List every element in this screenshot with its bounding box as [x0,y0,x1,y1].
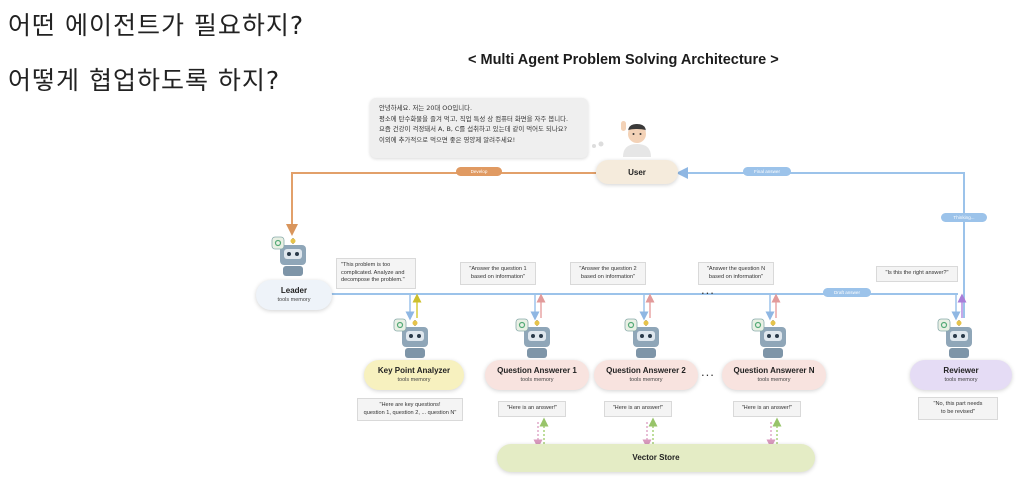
note-to-qa2: "Answer the question 2 based on informat… [570,262,646,285]
question-answerer-2-node[interactable]: Question Answerer 2 tools memory [594,360,698,390]
qan-node-label: Question Answerer N [733,366,815,375]
key-point-analyzer-node[interactable]: Key Point Analyzer tools memory [364,360,464,390]
qa2-robot-icon [633,320,659,358]
leader-robot-icon [280,238,306,276]
kpa-robot-icon [402,320,428,358]
ellipsis-top: ... [701,282,715,297]
note-line: "Answer the question 1 [469,266,527,272]
note-leader-to-kpa: "This problem is too complicated. Analyz… [336,258,416,289]
kpa-node-label: Key Point Analyzer [377,366,451,375]
note-line: "Here is an answer!" [741,405,793,411]
edge-reviewer-to-user [676,167,965,318]
note-line: "This problem is too [341,262,391,268]
qa1-robot-icon [524,320,550,358]
question-answerer-1-node[interactable]: Question Answerer 1 tools memory [485,360,589,390]
note-kpa-output: "Here are key questions! question 1, que… [357,398,463,421]
bubble-tail-dot [598,141,604,147]
leader-gear-icon [271,236,285,250]
qa1-node-sub: tools memory [520,377,554,383]
ellipsis-middle: ... [701,364,715,379]
note-line: to be revised" [940,408,975,415]
user-message-line: 안녕하세요. 저는 20대 OO입니다. [379,104,473,112]
note-line: complicated. Analyze and [341,269,405,276]
question-answerer-n-node[interactable]: Question Answerer N tools memory [722,360,826,390]
note-qa1-output: "Here is an answer!" [498,401,566,417]
qan-node-sub: tools memory [757,377,791,383]
note-qa2-output: "Here is an answer!" [604,401,672,417]
note-line: "No, this part needs [933,401,983,407]
qa2-node-sub: tools memory [629,377,663,383]
note-line: based on information" [708,273,764,280]
edge-user-to-leader [286,172,596,236]
qan-gear-icon [751,318,765,332]
qan-robot-icon [760,320,786,358]
user-message-line: 요즘 건강이 걱정돼서 A, B, C를 섭취하고 있는데 같이 먹어도 되나요… [379,125,567,133]
qa2-gear-icon [624,318,638,332]
note-to-reviewer: "Is this the right answer?" [876,266,958,282]
user-node[interactable]: User [596,160,678,184]
user-node-label: User [628,168,646,177]
user-message-line: 평소에 탄수화물을 즐겨 먹고, 직업 특성 상 컴퓨터 화면을 자주 봅니다. [379,114,568,123]
note-line: "Is this the right answer?" [885,270,949,276]
note-line: "Answer the question N [706,266,766,272]
diagram-title: < Multi Agent Problem Solving Architectu… [468,52,779,68]
edge-label-thinking: Thinking... [941,213,987,222]
note-to-qa1: "Answer the question 1 based on informat… [460,262,536,285]
kpa-node-sub: tools memory [397,377,431,383]
vector-store-node[interactable]: Vector Store [497,444,815,472]
slide-question-1: 어떤 에이전트가 필요하지? [8,11,305,40]
user-message-bubble: 안녕하세요. 저는 20대 OO입니다. 평소에 탄수화물을 즐겨 먹고, 직업… [370,98,588,158]
reviewer-node-label: Reviewer [943,366,979,375]
note-line: "Here are key questions! [379,402,441,408]
user-message-line: 이외에 추가적으로 먹으면 좋은 영양제 알려주세요! [379,135,516,144]
note-line: based on information" [470,273,526,280]
user-avatar-icon [621,121,651,157]
qa1-gear-icon [515,318,529,332]
leader-node-sub: tools memory [277,297,311,303]
note-line: "Here is an answer!" [612,405,664,411]
note-line: based on information" [580,273,636,280]
note-line: question 1, question 2, ... question N" [363,409,457,416]
note-qan-output: "Here is an answer!" [733,401,801,417]
note-line: "Here is an answer!" [506,405,558,411]
qa2-node-label: Question Answerer 2 [606,366,686,375]
leader-node-label: Leader [280,286,308,295]
reviewer-robot-icon [946,320,972,358]
note-line: "Answer the question 2 [579,266,637,272]
qa1-node-label: Question Answerer 1 [497,366,577,375]
note-line: decompose the problem." [341,277,405,283]
bubble-tail-dot [592,144,596,148]
note-reviewer-output: "No, this part needs to be revised" [918,397,998,420]
edge-label-develop: Develop [456,167,502,176]
kpa-gear-icon [393,318,407,332]
leader-node[interactable]: Leader tools memory [256,280,332,310]
reviewer-gear-icon [937,318,951,332]
edge-label-draft-answer: Draft answer [823,288,871,297]
reviewer-node[interactable]: Reviewer tools memory [910,360,1012,390]
note-to-qan: "Answer the question N based on informat… [698,262,774,285]
edge-label-final-answer: Final answer [743,167,791,176]
reviewer-node-sub: tools memory [944,377,978,383]
slide-question-2: 어떻게 협업하도록 하지? [8,66,281,95]
vector-store-label: Vector Store [632,453,680,462]
